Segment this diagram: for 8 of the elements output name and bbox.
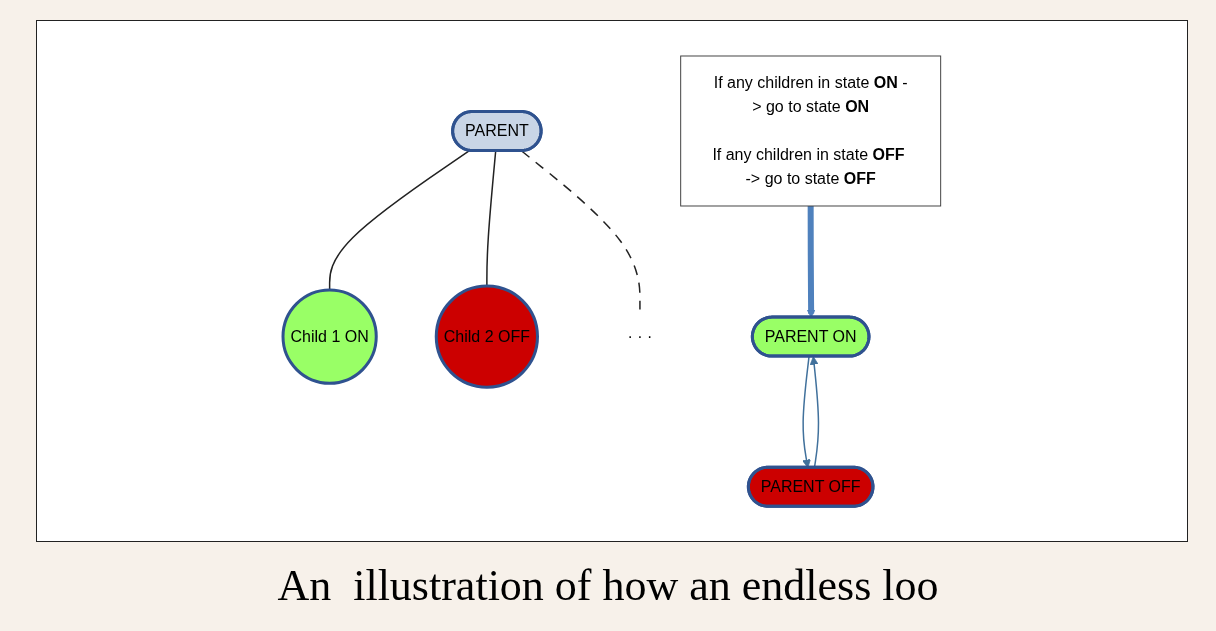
arrow (802, 355, 811, 468)
node-circle: Child 2 OFF (434, 284, 540, 389)
connector (521, 150, 641, 311)
node-circle: Child 1 ON (281, 288, 378, 385)
node-text: · · · (627, 327, 653, 345)
caption: An illustration of how an endless loo (276, 560, 940, 611)
connector (329, 149, 471, 291)
node-box: If any children in state ON -> go to state ON If any children in state OFF -> go to state OFF (680, 55, 942, 207)
